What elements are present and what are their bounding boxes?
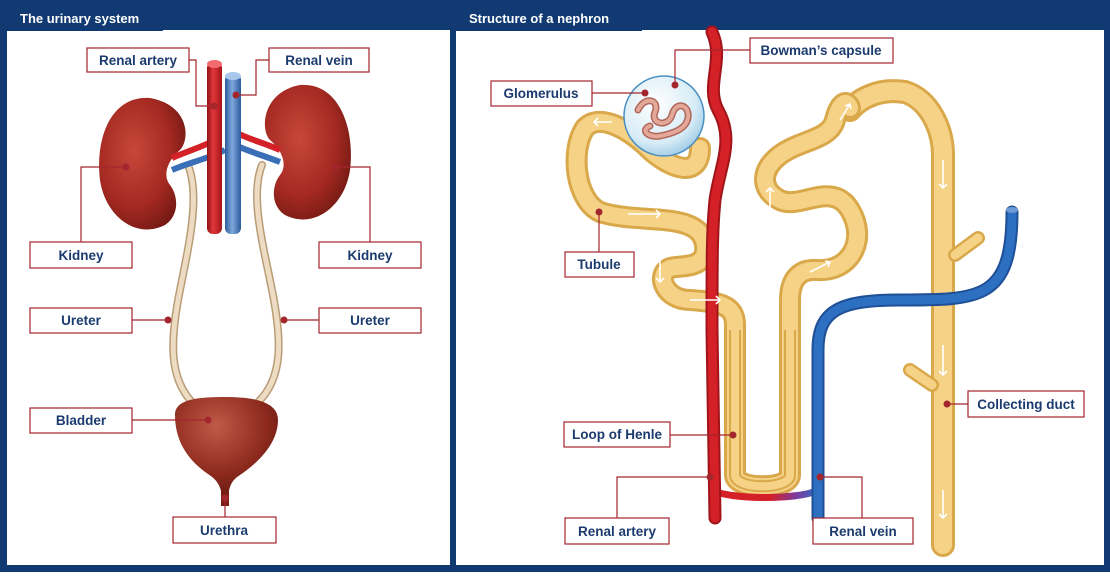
renal-artery-label: Renal artery <box>99 53 178 68</box>
label-renal-vein-right: Renal vein <box>812 473 914 545</box>
label-bladder: Bladder <box>29 407 212 434</box>
label-glomerulus: Glomerulus <box>490 80 649 107</box>
nephron-renal-artery-label: Renal artery <box>578 524 657 539</box>
nephron-illustration <box>565 25 1019 557</box>
kidney-right-shape <box>264 84 351 220</box>
label-renal-artery-left: Renal artery <box>86 47 218 110</box>
loop-of-henle-shape <box>731 330 794 491</box>
tubule-shape <box>568 95 866 495</box>
label-ureter-left: Ureter <box>29 307 172 334</box>
kidney-right-label: Kidney <box>347 248 393 263</box>
ureter-left-label: Ureter <box>61 313 102 328</box>
collecting-duct-label: Collecting duct <box>977 397 1075 412</box>
label-bowmans-capsule: Bowman’s capsule <box>671 37 894 89</box>
left-title-tab <box>7 7 163 31</box>
label-collecting-duct: Collecting duct <box>943 390 1085 418</box>
label-urethra: Urethra <box>172 494 277 544</box>
nephron-renal-vein-label: Renal vein <box>829 524 897 539</box>
renal-vein-label: Renal vein <box>285 53 353 68</box>
label-kidney-right: Kidney <box>318 163 422 269</box>
nephron-artery-shape <box>707 27 731 523</box>
bowmans-capsule-shape <box>623 75 705 157</box>
flow-arrows <box>592 102 948 520</box>
bowmans-capsule-label: Bowman’s capsule <box>760 43 882 58</box>
kidney-left-shape <box>99 97 186 230</box>
bladder-label: Bladder <box>56 413 107 428</box>
collecting-duct-shape <box>841 82 952 554</box>
ureter-right-label: Ureter <box>350 313 391 328</box>
left-panel-title: The urinary system <box>20 11 139 26</box>
right-panel-title: Structure of a nephron <box>469 11 609 26</box>
bladder-shape <box>175 397 278 495</box>
glomerulus-label: Glomerulus <box>503 86 578 101</box>
vena-cava-shape <box>225 74 241 234</box>
label-kidney-left: Kidney <box>29 163 133 269</box>
tubule-label: Tubule <box>577 257 621 272</box>
urethra-label: Urethra <box>200 523 249 538</box>
label-tubule: Tubule <box>564 208 635 278</box>
right-title-tab <box>456 7 642 31</box>
kidney-left-label: Kidney <box>58 248 104 263</box>
label-renal-artery-right: Renal artery <box>564 473 714 545</box>
loop-of-henle-label: Loop of Henle <box>572 427 662 442</box>
label-loop-of-henle: Loop of Henle <box>563 421 737 448</box>
nephron-vein-shape <box>813 207 1017 523</box>
aorta-shape <box>207 62 222 234</box>
urinary-system-illustration <box>99 60 351 506</box>
label-ureter-right: Ureter <box>280 307 422 334</box>
label-renal-vein-left: Renal vein <box>232 47 370 99</box>
